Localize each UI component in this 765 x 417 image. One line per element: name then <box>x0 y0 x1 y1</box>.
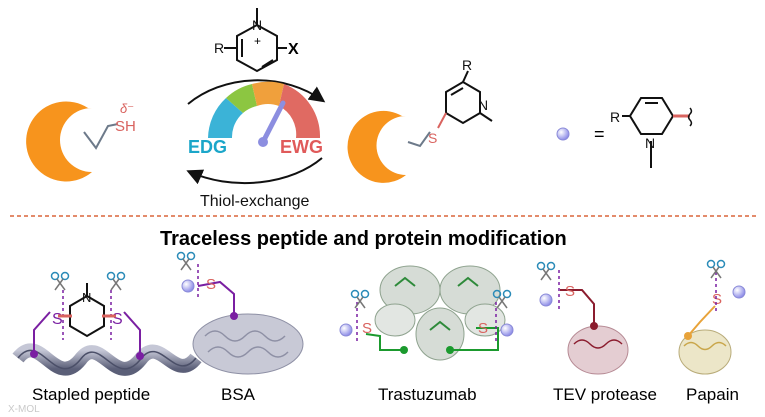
staple-n-label: N <box>82 290 91 305</box>
product-s-label: S <box>428 130 437 146</box>
staple-s-left: S <box>52 311 63 328</box>
caption-papain: Papain <box>686 385 739 404</box>
protein-blob-right <box>347 110 406 183</box>
section-heading: Traceless peptide and protein modificati… <box>160 228 567 250</box>
thiol-exchange-cycle <box>186 79 326 185</box>
product-n-label: N <box>478 97 488 113</box>
scissors-icon <box>176 251 196 271</box>
gauge-needle <box>261 100 286 143</box>
thiol-exchange-label: Thiol-exchange <box>200 193 310 210</box>
papain-s-label: S <box>712 291 722 308</box>
trastuzumab-s-left: S <box>362 320 372 337</box>
reagent-x-label: X <box>288 41 299 58</box>
trastuzumab-s-right: S <box>478 320 488 337</box>
legend-r-label: R <box>610 109 620 125</box>
scissors-icon <box>106 271 126 291</box>
scissors-icon <box>706 259 726 279</box>
tev-s-label: S <box>565 283 575 300</box>
caption-stapled-peptide: Stapled peptide <box>32 385 150 404</box>
tev-protease: S <box>536 261 629 375</box>
stapled-peptide: S S N <box>12 271 202 376</box>
bead-legend: = R N <box>556 97 693 168</box>
staple-s-right: S <box>112 311 123 328</box>
trastuzumab-antibody: S S <box>339 265 514 361</box>
wavy-bond <box>687 107 693 127</box>
bsa-s-label: S <box>206 276 216 293</box>
gauge-pivot <box>258 137 268 147</box>
papain-protein: S <box>678 259 746 375</box>
product-r-label: R <box>462 57 472 73</box>
watermark-logo: X-MOL <box>8 404 40 415</box>
caption-bsa: BSA <box>221 385 256 404</box>
ewg-label: EWG <box>280 137 323 157</box>
reagent-r-label: R <box>214 40 224 56</box>
caption-tev-protease: TEV protease <box>553 385 657 404</box>
delta-label: δ⁻ <box>120 101 134 116</box>
scissors-icon <box>350 289 370 309</box>
scissors-icon <box>536 261 556 281</box>
bsa-protein: S <box>176 251 304 375</box>
edg-label: EDG <box>188 137 227 157</box>
legend-bead <box>556 127 570 141</box>
thiol-label: SH <box>115 118 136 135</box>
reactivity-gauge: EDG EWG Thiol-exchange <box>188 81 323 210</box>
scissors-icon <box>492 289 512 309</box>
legend-n-label: N <box>645 135 655 151</box>
protein-product: S R N <box>347 57 493 183</box>
equals-sign: = <box>594 124 605 144</box>
scissors-icon <box>50 271 70 291</box>
caption-trastuzumab: Trastuzumab <box>378 385 477 404</box>
protein-blob-left <box>26 101 93 182</box>
reagent-plus: + <box>254 34 261 48</box>
protein-thiol: SH δ⁻ <box>26 101 136 182</box>
reagent-pyridinium: R N + X <box>214 8 299 73</box>
reagent-n-label: N <box>252 17 262 33</box>
